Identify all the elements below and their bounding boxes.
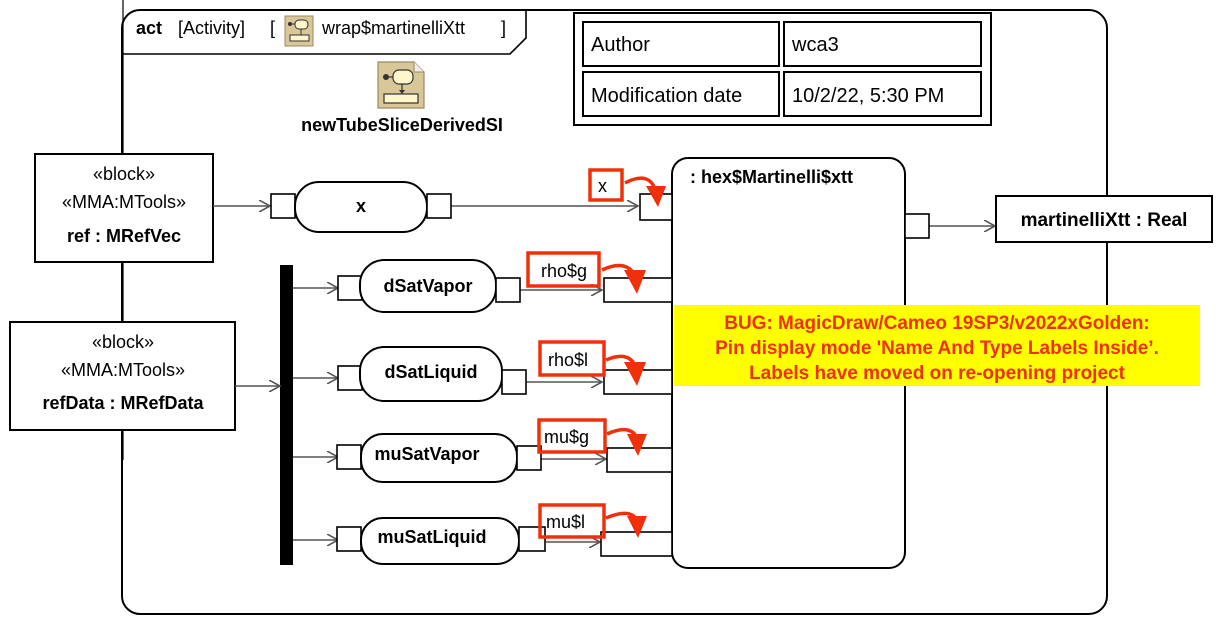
action-dsatvapor[interactable]: dSatVapor bbox=[337, 259, 521, 313]
block-refdata-stereotype-mtools: «MMA:MTools» bbox=[61, 360, 185, 380]
svg-text:mu$g: mu$g bbox=[544, 427, 589, 447]
activity-icon bbox=[284, 15, 314, 47]
red-arrow-head-icon bbox=[627, 516, 647, 538]
block-refdata[interactable]: «block» «MMA:MTools» refData : MRefData bbox=[9, 321, 236, 431]
bug-note-line-1: BUG: MagicDraw/Cameo 19SP3/v2022xGolden: bbox=[724, 313, 1150, 334]
info-table: Author wca3 Modification date 10/2/22, 5… bbox=[573, 12, 992, 126]
pin-mu-l[interactable] bbox=[600, 531, 673, 557]
bug-note-line-3: Labels have moved on re-opening project bbox=[749, 363, 1126, 384]
bug-note-background bbox=[674, 305, 1200, 386]
output-node-label: martinelliXtt : Real bbox=[1021, 210, 1188, 231]
fork-node[interactable] bbox=[280, 265, 293, 565]
red-arrow-head-icon bbox=[624, 362, 646, 386]
red-arrow-head-icon bbox=[627, 434, 647, 456]
action-dsatvapor-label: dSatVapor bbox=[383, 276, 472, 296]
frame-header-tab bbox=[122, 10, 527, 55]
date-key-cell bbox=[582, 71, 780, 117]
svg-text:rho$g: rho$g bbox=[541, 261, 587, 281]
action-musatvapor-label: muSatVapor bbox=[374, 444, 479, 464]
pin-label-x: x bbox=[588, 168, 666, 207]
svg-text:mu$l: mu$l bbox=[546, 512, 585, 532]
block-ref[interactable]: «block» «MMA:MTools» ref : MRefVec bbox=[34, 153, 214, 263]
svg-text:rho$l: rho$l bbox=[548, 350, 588, 370]
frame-name: wrap$martinelliXtt bbox=[321, 18, 465, 38]
pin-label-mu-l: mu$l bbox=[538, 503, 647, 539]
date-value: 10/2/22, 5:30 PM bbox=[792, 85, 944, 107]
action-musatliquid-label: muSatLiquid bbox=[378, 527, 487, 547]
red-arrow-head-icon bbox=[624, 270, 646, 294]
author-value: wca3 bbox=[791, 34, 839, 56]
pin-label-mu-g: mu$g bbox=[537, 418, 647, 456]
block-refdata-stereotype-block: «block» bbox=[92, 332, 154, 352]
author-key-cell bbox=[582, 21, 780, 67]
block-ref-name: ref : MRefVec bbox=[67, 226, 181, 246]
action-dsatliquid[interactable]: dSatLiquid bbox=[337, 346, 527, 402]
bug-note: BUG: MagicDraw/Cameo 19SP3/v2022xGolden:… bbox=[674, 305, 1200, 386]
bug-note-line-2: Pin display mode 'Name And Type Labels I… bbox=[715, 338, 1159, 359]
call-behavior-label: newTubeSliceDerivedSI bbox=[301, 115, 503, 135]
red-arrow-head-icon bbox=[646, 186, 666, 207]
pin-output[interactable] bbox=[904, 213, 930, 239]
output-node[interactable]: martinelliXtt : Real bbox=[995, 195, 1213, 243]
action-dsatliquid-label: dSatLiquid bbox=[385, 362, 478, 382]
frame-close-bracket: ] bbox=[501, 18, 506, 38]
action-musatliquid[interactable]: muSatLiquid bbox=[336, 517, 546, 565]
pin-label-rho-g: rho$g bbox=[526, 251, 646, 294]
date-key: Modification date bbox=[591, 85, 742, 107]
activity-document-icon[interactable] bbox=[377, 61, 425, 109]
pin-label-rho-l: rho$l bbox=[538, 340, 646, 386]
frame-type: [Activity] bbox=[178, 18, 245, 38]
date-value-cell bbox=[783, 71, 982, 117]
author-value-cell bbox=[783, 21, 982, 67]
block-ref-stereotype-block: «block» bbox=[93, 164, 155, 184]
frame-open-bracket: [ bbox=[270, 18, 275, 38]
author-key: Author bbox=[591, 34, 650, 56]
action-x[interactable]: x bbox=[270, 181, 452, 233]
svg-text:x: x bbox=[598, 176, 607, 196]
call-action-label: : hex$Martinelli$xtt bbox=[690, 167, 853, 187]
block-refdata-name: refData : MRefData bbox=[42, 393, 204, 413]
action-musatvapor[interactable]: muSatVapor bbox=[336, 433, 542, 483]
action-x-label: x bbox=[356, 196, 366, 216]
block-ref-stereotype-mtools: «MMA:MTools» bbox=[62, 192, 186, 212]
frame-kind: act bbox=[136, 18, 162, 38]
